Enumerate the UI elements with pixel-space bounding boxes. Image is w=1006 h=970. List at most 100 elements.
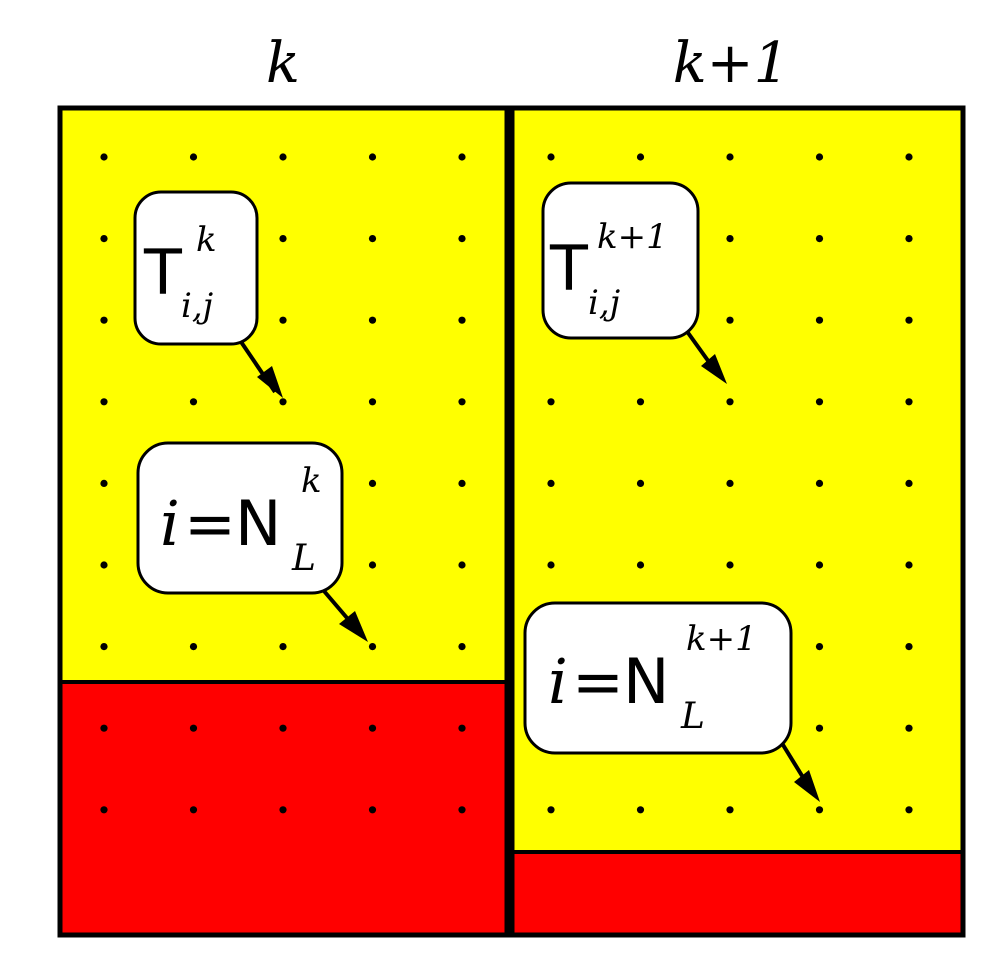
level-sub-k: L xyxy=(291,538,316,579)
grid-node xyxy=(726,479,734,487)
level-eq-k-plus-1: = xyxy=(572,645,624,718)
grid-node xyxy=(458,643,466,651)
grid-node xyxy=(815,316,824,324)
grid-node xyxy=(368,398,377,406)
grid-node xyxy=(189,153,198,161)
grid-node xyxy=(100,153,108,161)
grid-node xyxy=(279,806,287,814)
liquid-region-k xyxy=(60,108,507,682)
grid-node xyxy=(636,806,645,814)
grid-node xyxy=(100,398,108,406)
grid-dots-k xyxy=(100,153,466,814)
grid-node xyxy=(458,235,466,243)
grid-node xyxy=(905,643,913,651)
grid-node xyxy=(636,398,645,406)
grid-node xyxy=(458,724,466,732)
panel-title-k-plus-1: k+1 xyxy=(673,31,789,96)
temperature-callout-k: T k i,j xyxy=(133,190,283,398)
grid-node xyxy=(458,806,466,814)
grid-node xyxy=(815,153,824,161)
grid-node xyxy=(815,235,824,243)
grid-node xyxy=(368,806,377,814)
grid-node xyxy=(458,398,466,406)
grid-node xyxy=(815,724,824,732)
temperature-callout-k-plus-1: T k+1 i,j xyxy=(541,181,727,384)
grid-node xyxy=(100,806,108,814)
grid-node xyxy=(368,724,377,732)
grid-node xyxy=(905,561,913,569)
temp-base-k: T xyxy=(143,236,183,309)
grid-node xyxy=(905,153,913,161)
grid-node xyxy=(815,561,824,569)
grid-node xyxy=(458,479,466,487)
grid-node xyxy=(726,235,734,243)
grid-node xyxy=(279,235,287,243)
panel-border-k-plus-1 xyxy=(509,105,966,938)
level-lhs-k-plus-1: i xyxy=(548,645,568,718)
grid-node xyxy=(100,235,108,243)
temp-base-k-plus-1: T xyxy=(549,232,589,305)
grid-node xyxy=(368,643,377,651)
grid-node xyxy=(726,806,734,814)
grid-node xyxy=(368,561,377,569)
grid-node xyxy=(279,398,287,406)
grid-node xyxy=(368,235,377,243)
grid-node xyxy=(905,479,913,487)
panel-border-k xyxy=(57,105,510,938)
grid-node xyxy=(547,153,555,161)
grid-node xyxy=(726,398,734,406)
level-callout-k-plus-1: i = N k+1 L xyxy=(523,601,820,802)
grid-node xyxy=(636,479,645,487)
grid-node xyxy=(726,153,734,161)
panel-k: k T k i,j i = N k L xyxy=(57,31,510,938)
grid-node xyxy=(100,724,108,732)
grid-node xyxy=(636,153,645,161)
panel-k-plus-1: k+1 T k+1 i,j i = N k+1 L xyxy=(509,31,966,938)
temp-sub-k: i,j xyxy=(181,286,214,326)
temp-sup-k: k xyxy=(196,220,217,260)
level-sup-k-plus-1: k+1 xyxy=(686,619,757,659)
grid-node xyxy=(279,153,287,161)
grid-node xyxy=(547,561,555,569)
grid-node xyxy=(368,479,377,487)
grid-node xyxy=(905,316,913,324)
grid-node xyxy=(726,561,734,569)
grid-node xyxy=(100,316,108,324)
level-sub-k-plus-1: L xyxy=(680,696,705,737)
level-base-k: N xyxy=(235,487,281,560)
level-callout-k: i = N k L xyxy=(136,441,368,642)
grid-node xyxy=(100,643,108,651)
grid-node xyxy=(189,724,198,732)
grid-node xyxy=(458,561,466,569)
grid-node xyxy=(100,561,108,569)
level-sup-k: k xyxy=(301,461,322,501)
grid-node xyxy=(905,724,913,732)
svg-text:T: T xyxy=(143,236,183,309)
grid-node xyxy=(189,806,198,814)
temp-sub-k-plus-1: i,j xyxy=(588,283,621,323)
grid-node xyxy=(458,153,466,161)
grid-node xyxy=(279,724,287,732)
grid-node xyxy=(189,398,198,406)
grid-node xyxy=(726,316,734,324)
grid-node xyxy=(547,479,555,487)
level-base-k-plus-1: N xyxy=(623,645,669,718)
grid-node xyxy=(815,479,824,487)
solid-region-k-plus-1 xyxy=(512,852,963,935)
grid-node xyxy=(279,643,287,651)
grid-node xyxy=(368,153,377,161)
grid-node xyxy=(905,398,913,406)
grid-node xyxy=(815,398,824,406)
grid-node xyxy=(815,643,824,651)
grid-node xyxy=(547,398,555,406)
grid-node xyxy=(815,806,824,814)
grid-node xyxy=(189,643,198,651)
level-lhs-k: i xyxy=(160,487,180,560)
grid-node xyxy=(279,316,287,324)
grid-node xyxy=(368,316,377,324)
grid-node xyxy=(458,316,466,324)
grid-node xyxy=(547,806,555,814)
level-eq-k: = xyxy=(184,487,236,560)
temp-sup-k-plus-1: k+1 xyxy=(597,217,668,257)
